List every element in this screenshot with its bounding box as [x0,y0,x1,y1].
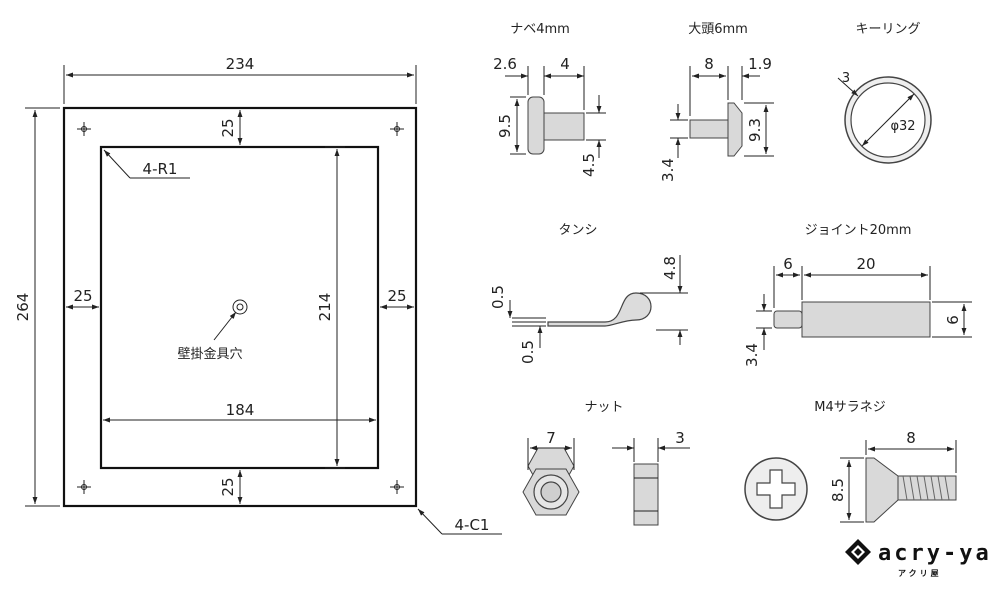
tanshi-title: タンシ [558,223,597,238]
oatama-head-thickness: 1.9 [748,55,772,73]
part-joint-20mm: ジョイント20mm 6 20 6 3.4 [743,223,972,367]
border-right-dimension: 25 [387,287,406,305]
tanshi-plate-bottom: 0.5 [519,340,537,364]
tanshi-plate-top: 0.5 [489,285,507,309]
part-tanshi: タンシ 0.5 0.5 4.8 [489,223,688,364]
oatama-shaft-dia: 3.4 [659,158,677,182]
joint-pin-length: 6 [783,255,793,273]
keyring-wire-dia: 3 [842,71,850,86]
hanger-hole-label: 壁掛金具穴 [177,346,242,362]
joint-body-dia: 6 [944,315,962,325]
width-dimension: 234 [226,55,255,73]
part-keyring: キーリング 3 φ32 [837,22,932,164]
nabe-shaft-dia: 4.5 [580,153,598,177]
inner-width-dimension: 184 [226,401,255,419]
corner-hole-bottom-right [390,480,404,494]
brand-name: acry-ya [878,541,992,566]
part-m4-flat-screw: M4サラネジ 8 8.5 [744,400,957,523]
inner-opening [99,145,380,470]
border-left-dimension: 25 [73,287,92,305]
joint-pin-dia: 3.4 [743,343,761,367]
tanshi-loop-height: 4.8 [661,256,679,280]
m4-title: M4サラネジ [814,400,886,415]
brand-subtitle: アクリ屋 [898,568,942,578]
oatama-head-dia: 9.3 [746,118,764,142]
nabe-head-dia: 9.5 [496,114,514,138]
part-oatama-6mm: 大頭6mm 8 1.9 9.3 3.4 [659,22,774,182]
part-nabe-4mm: ナベ4mm 2.6 4 9.5 4.5 [493,22,606,177]
corner-hole-top-left [77,122,91,136]
oatama-title: 大頭6mm [688,22,748,37]
hanger-hole [232,299,248,315]
nut-width: 7 [546,429,556,447]
oatama-length: 8 [704,55,714,73]
corner-hole-bottom-left [77,480,91,494]
part-nut: ナット 7 3 [522,400,690,526]
nabe-head-thickness: 2.6 [493,55,517,73]
border-top-dimension: 25 [219,118,237,137]
corner-radius-label: 4-R1 [143,160,178,178]
border-bottom-dimension: 25 [219,477,237,496]
keyring-title: キーリング [855,22,920,37]
nut-thickness: 3 [675,429,685,447]
frame-drawing: 234 264 184 214 25 25 25 25 [14,55,502,535]
height-dimension: 264 [14,293,32,322]
joint-title: ジョイント20mm [805,223,912,238]
corner-hole-top-right [390,122,404,136]
nut-title: ナット [584,400,623,415]
m4-length: 8 [906,429,916,447]
inner-height-dimension: 214 [316,293,334,322]
brand-logo: acry-ya アクリ屋 [845,539,992,578]
m4-head-dia: 8.5 [829,478,847,502]
chamfer-label: 4-C1 [455,516,490,534]
outer-frame [62,106,418,508]
joint-body-length: 20 [856,255,875,273]
nabe-length: 4 [560,55,570,73]
nabe-title: ナベ4mm [510,22,570,37]
keyring-dia: φ32 [890,119,915,134]
